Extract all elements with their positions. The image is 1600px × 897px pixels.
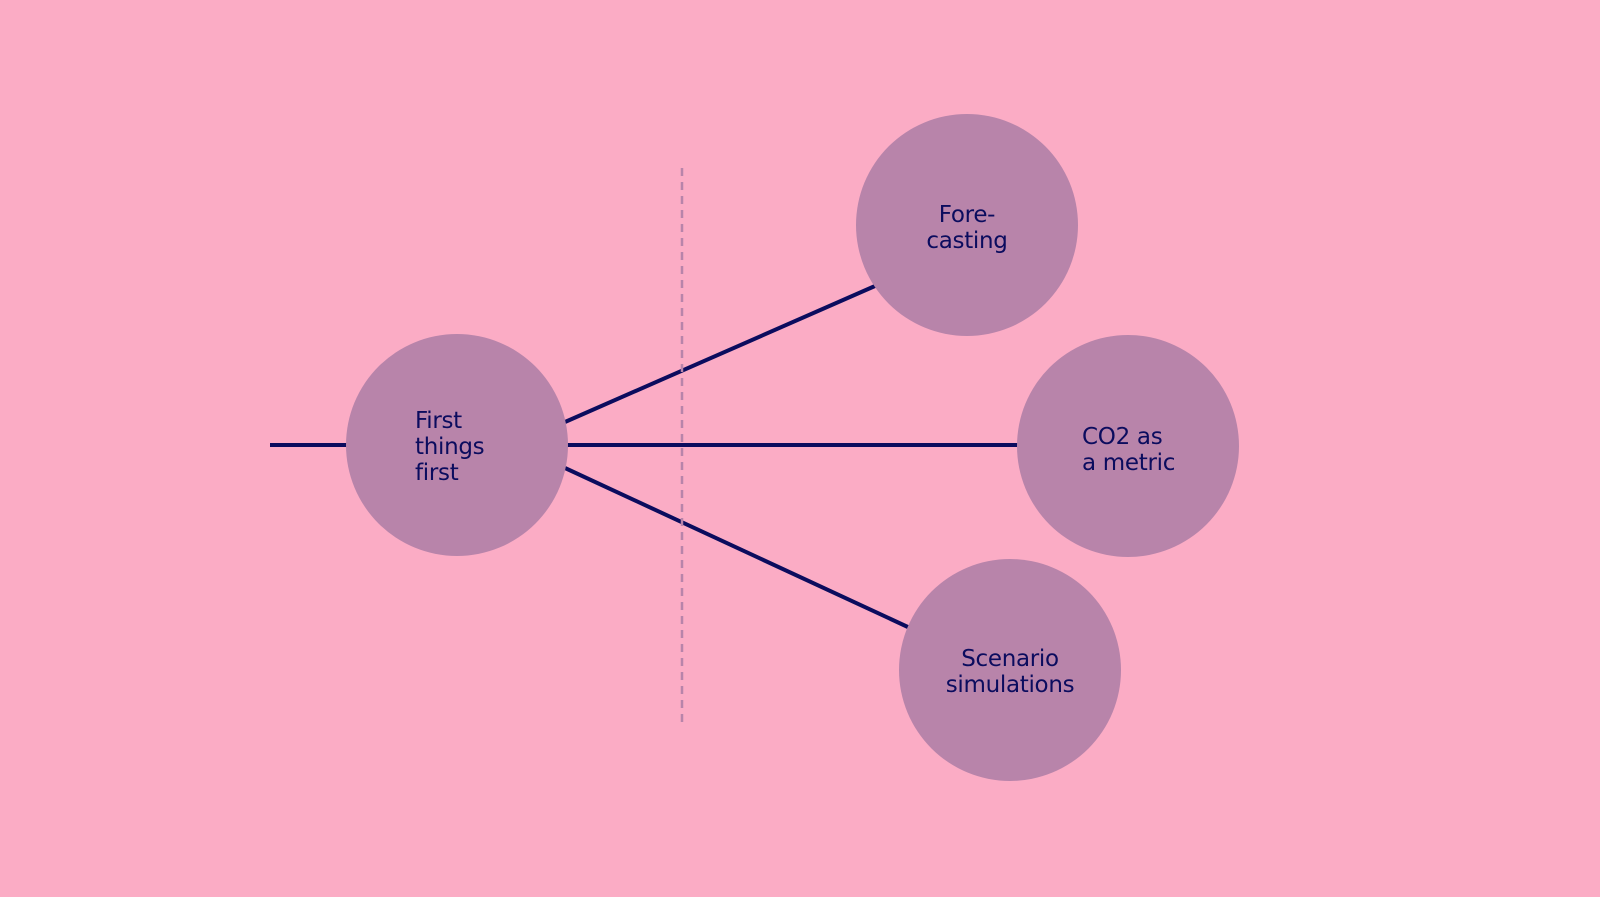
node-co2-label: CO2 as a metric [1082,424,1176,476]
node-scenario [899,559,1121,781]
node-first-label: First things first [415,408,485,486]
node-scenario-label: Scenario simulations [945,646,1075,698]
node-forecasting-label: Fore- casting [926,202,1008,254]
connector-forecasting [564,284,876,424]
node-first-things-first [346,334,568,556]
connector-scenario [564,466,911,630]
node-co2 [1017,335,1239,557]
node-forecasting [856,114,1078,336]
